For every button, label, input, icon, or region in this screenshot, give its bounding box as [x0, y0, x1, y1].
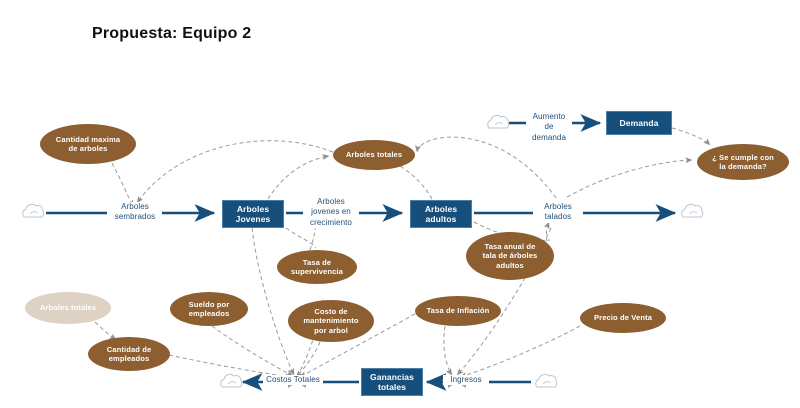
variable-tasa-de-inflacion[interactable]: Tasa de Inflación: [415, 296, 501, 326]
flow-label-crecimiento-text: Arboles jovenes en crecimiento: [309, 197, 352, 227]
variable-cantidad-de-empleados[interactable]: Cantidad de empleados: [88, 337, 170, 371]
link-talados-to-ingresos: [456, 227, 552, 376]
variable-se-cumple-con-la-demanda[interactable]: ¿ Se cumple con la demanda?: [697, 144, 789, 180]
link-inflacion-to-ingresos: [443, 325, 453, 376]
link-demanda-to-cumple: [671, 127, 711, 146]
variable-costo-de-mantenimiento-label: Costo de mantenimiento por arbol: [303, 307, 359, 335]
link-empleados-to-costos: [168, 354, 293, 380]
flow-label-aumento-de-demanda[interactable]: Aumento de demanda: [526, 112, 572, 144]
flow-label-costos-totales-text: Costos Totales: [266, 375, 320, 384]
link-arbolestotales-to-sembrados-valve: [136, 140, 334, 204]
link-cantmax-to-sembrados: [111, 162, 134, 208]
link-precio-to-ingresos: [459, 325, 581, 378]
flow-label-ingresos-text: Ingresos: [450, 375, 482, 384]
variable-tasa-de-inflacion-label: Tasa de Inflación: [426, 306, 490, 316]
stock-ganancias-totales-label: Ganancias totales: [370, 371, 414, 392]
variable-costo-de-mantenimiento-por-arbol[interactable]: Costo de mantenimiento por arbol: [288, 300, 374, 342]
flow-label-ingresos[interactable]: Ingresos: [443, 375, 489, 386]
flow-label-arboles-jovenes-en-crecimiento[interactable]: Arboles jovenes en crecimiento: [303, 197, 359, 229]
link-talados-arc-to-arbolestotales: [415, 136, 557, 199]
link-mantenimiento-to-costos: [295, 341, 321, 378]
stock-demanda-label: Demanda: [619, 117, 659, 128]
stock-arboles-jovenes-label: Arboles Jovenes: [235, 203, 271, 224]
flow-label-arboles-talados[interactable]: Arboles talados: [533, 202, 583, 223]
variable-precio-de-venta-label: Precio de Venta: [593, 313, 653, 323]
variable-tasa-de-supervivencia-label: Tasa de supervivencia: [291, 257, 343, 276]
variable-sueldo-por-empleados[interactable]: Sueldo por empleados: [170, 292, 248, 326]
stock-arboles-adultos-label: Arboles adultos: [424, 203, 458, 224]
stock-demanda[interactable]: Demanda: [606, 111, 672, 135]
cloud-sink-costos: [220, 373, 243, 388]
link-jovenes-to-arbolestotales: [267, 154, 330, 200]
link-arbolestotales-ghost-to-empleados: [94, 321, 117, 341]
cloud-source-sembrados: [22, 203, 45, 218]
variable-arboles-totales[interactable]: Arboles totales: [333, 140, 415, 170]
link-inflacion-to-costos: [299, 313, 416, 378]
flow-label-arboles-sembrados-text: Arboles sembrados: [114, 202, 156, 222]
variable-cantidad-maxima-de-arboles-label: Cantidad maxima de arboles: [55, 134, 121, 153]
variable-arboles-totales-shadow[interactable]: Arboles totales: [25, 292, 111, 324]
link-sueldo-to-costos: [211, 325, 294, 377]
variable-tasa-anual-de-tala-label: Tasa anual de tala de árboles adultos: [482, 242, 538, 270]
variable-arboles-totales-label: Arboles totales: [345, 150, 403, 160]
link-jovenes-to-crecimiento-valve: [285, 227, 317, 249]
variable-tasa-de-supervivencia[interactable]: Tasa de supervivencia: [277, 250, 357, 284]
cloud-source-demanda: [487, 114, 510, 129]
cloud-source-ingresos: [535, 373, 558, 388]
flow-label-aumento-de-demanda-text: Aumento de demanda: [531, 112, 567, 142]
link-jovenes-to-costos-valve: [251, 227, 295, 376]
page-title: Propuesta: Equipo 2: [92, 25, 252, 42]
stock-arboles-jovenes[interactable]: Arboles Jovenes: [222, 200, 284, 228]
flow-label-arboles-talados-text: Arboles talados: [544, 202, 572, 222]
stock-ganancias-totales[interactable]: Ganancias totales: [361, 368, 423, 396]
variable-cantidad-maxima-de-arboles[interactable]: Cantidad maxima de arboles: [40, 124, 136, 164]
flow-label-costos-totales[interactable]: Costos Totales: [263, 375, 323, 386]
variable-sueldo-por-empleados-label: Sueldo por empleados: [188, 299, 230, 318]
variable-arboles-totales-shadow-label: Arboles totales: [39, 303, 97, 313]
stock-arboles-adultos[interactable]: Arboles adultos: [410, 200, 472, 228]
variable-precio-de-venta[interactable]: Precio de Venta: [580, 303, 666, 333]
variable-se-cumple-con-la-demanda-label: ¿ Se cumple con la demanda?: [712, 152, 774, 171]
variable-cantidad-de-empleados-label: Cantidad de empleados: [106, 344, 152, 363]
link-talados-to-cumple: [566, 157, 693, 198]
variable-tasa-anual-de-tala-de-arboles-adultos[interactable]: Tasa anual de tala de árboles adultos: [466, 232, 554, 280]
cloud-sink-talados: [681, 203, 704, 218]
flow-label-arboles-sembrados[interactable]: Arboles sembrados: [108, 202, 162, 223]
